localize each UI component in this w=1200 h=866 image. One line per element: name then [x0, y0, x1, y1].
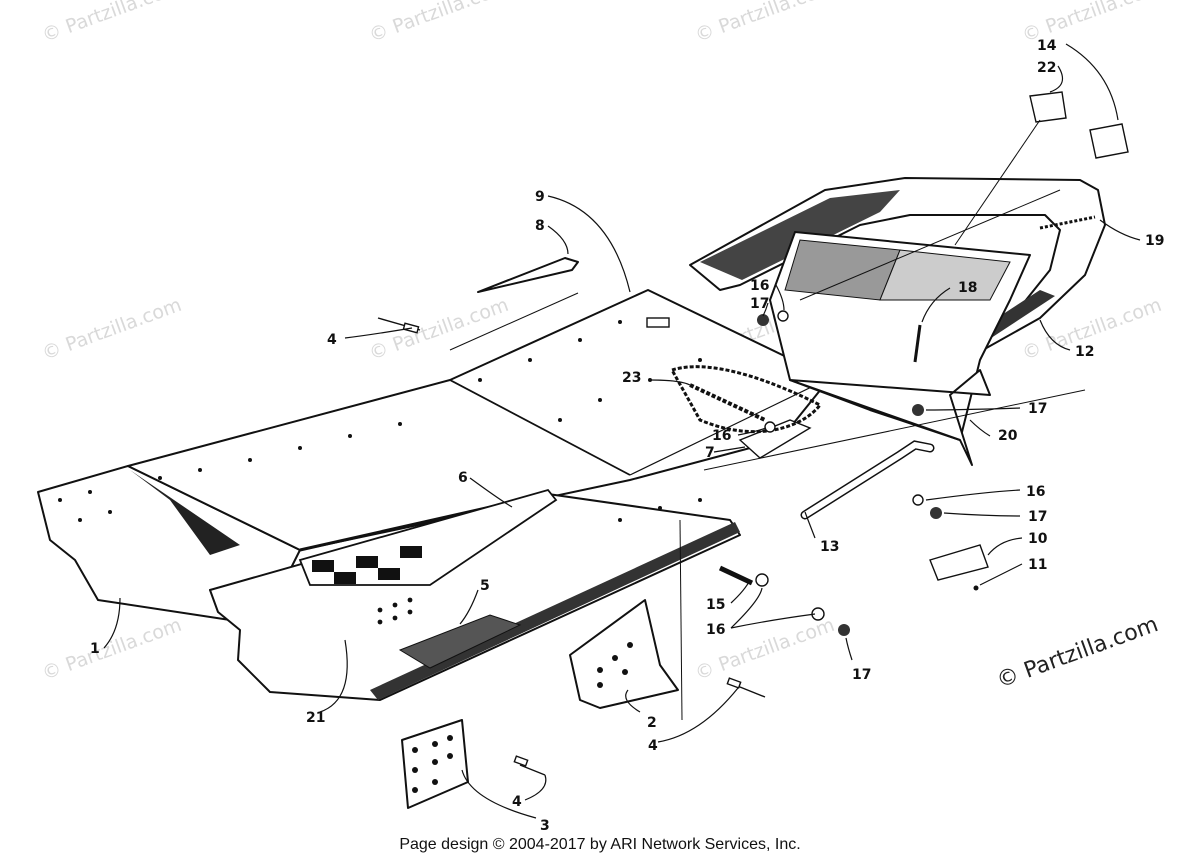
watermark: © Partzilla.com	[366, 294, 511, 365]
callout-17: 17	[1028, 509, 1047, 525]
latch	[646, 317, 670, 328]
callout-17: 17	[852, 667, 871, 683]
nut-17	[912, 404, 924, 416]
screw-18	[913, 324, 922, 363]
watermark: © Partzilla.com	[692, 0, 837, 47]
partzilla-watermark: © Partzilla.com	[994, 612, 1162, 694]
callout-23: 23	[622, 370, 641, 386]
callout-6: 6	[458, 470, 468, 486]
callout-15: 15	[706, 597, 725, 613]
callout-12: 12	[1075, 344, 1094, 360]
hardware	[377, 215, 1096, 776]
callout-13: 13	[820, 539, 839, 555]
washer-16	[755, 573, 769, 587]
watermark: © Partzilla.com	[366, 0, 511, 47]
callout-3: 3	[540, 818, 550, 834]
nut-17	[838, 624, 850, 636]
rivet-4	[519, 764, 546, 776]
running-board-edge	[370, 522, 740, 700]
nut-17	[757, 314, 769, 326]
washer-16	[777, 310, 789, 322]
callout-14: 14	[1037, 38, 1057, 54]
license-light	[929, 544, 989, 581]
left-panel-shading	[130, 470, 240, 555]
callout-7: 7	[705, 445, 715, 461]
callout-17: 17	[750, 296, 769, 312]
rivet-4	[734, 684, 766, 698]
snow-flap	[477, 257, 579, 293]
hinge-rod-23	[689, 383, 766, 422]
watermark: © Partzilla.com	[39, 614, 184, 685]
callout-16: 16	[1026, 484, 1045, 500]
watermark: © Partzilla.com	[39, 0, 184, 47]
rear-bumper	[689, 177, 1106, 466]
callout-4: 4	[327, 332, 337, 348]
rivet-holes	[58, 320, 702, 625]
leader-lines	[103, 43, 1141, 819]
callout-10: 10	[1028, 531, 1048, 547]
callout-22: 22	[1037, 60, 1056, 76]
callout-11: 11	[1028, 557, 1047, 573]
callout-4: 4	[512, 794, 522, 810]
callout-9: 9	[535, 189, 545, 205]
callout-17: 17	[1028, 401, 1047, 417]
callout-4: 4	[648, 738, 658, 754]
callout-20: 20	[998, 428, 1018, 444]
callout-16: 16	[706, 622, 725, 638]
callout-18: 18	[958, 280, 977, 296]
callout-21: 21	[306, 710, 325, 726]
callout-19: 19	[1145, 233, 1164, 249]
rear-reflector-panel	[789, 369, 991, 466]
callout-5: 5	[480, 578, 490, 594]
callout-16: 16	[750, 278, 769, 294]
mounting-bracket-2	[569, 599, 679, 709]
callout-8: 8	[535, 218, 545, 234]
hinge-cable	[669, 365, 823, 434]
page-footer: Page design © 2004-2017 by ARI Network S…	[399, 836, 801, 853]
screw-19	[1039, 215, 1096, 230]
reflector-14	[1089, 123, 1129, 159]
nut-17	[930, 507, 942, 519]
callout-16: 16	[712, 428, 731, 444]
watermark: © Partzilla.com	[39, 294, 184, 365]
callout-2: 2	[647, 715, 657, 731]
callout-labels: 1 2 3 4 4 4 5 6 7 8 9 10 11 12 13 14 15 …	[90, 38, 1164, 834]
washer-16	[764, 421, 776, 433]
screw-11	[973, 585, 979, 591]
reflector-22	[1029, 91, 1067, 123]
vent-panel	[398, 614, 522, 669]
washer-16	[912, 494, 924, 506]
callout-1: 1	[90, 641, 100, 657]
bolt-15	[718, 565, 754, 586]
